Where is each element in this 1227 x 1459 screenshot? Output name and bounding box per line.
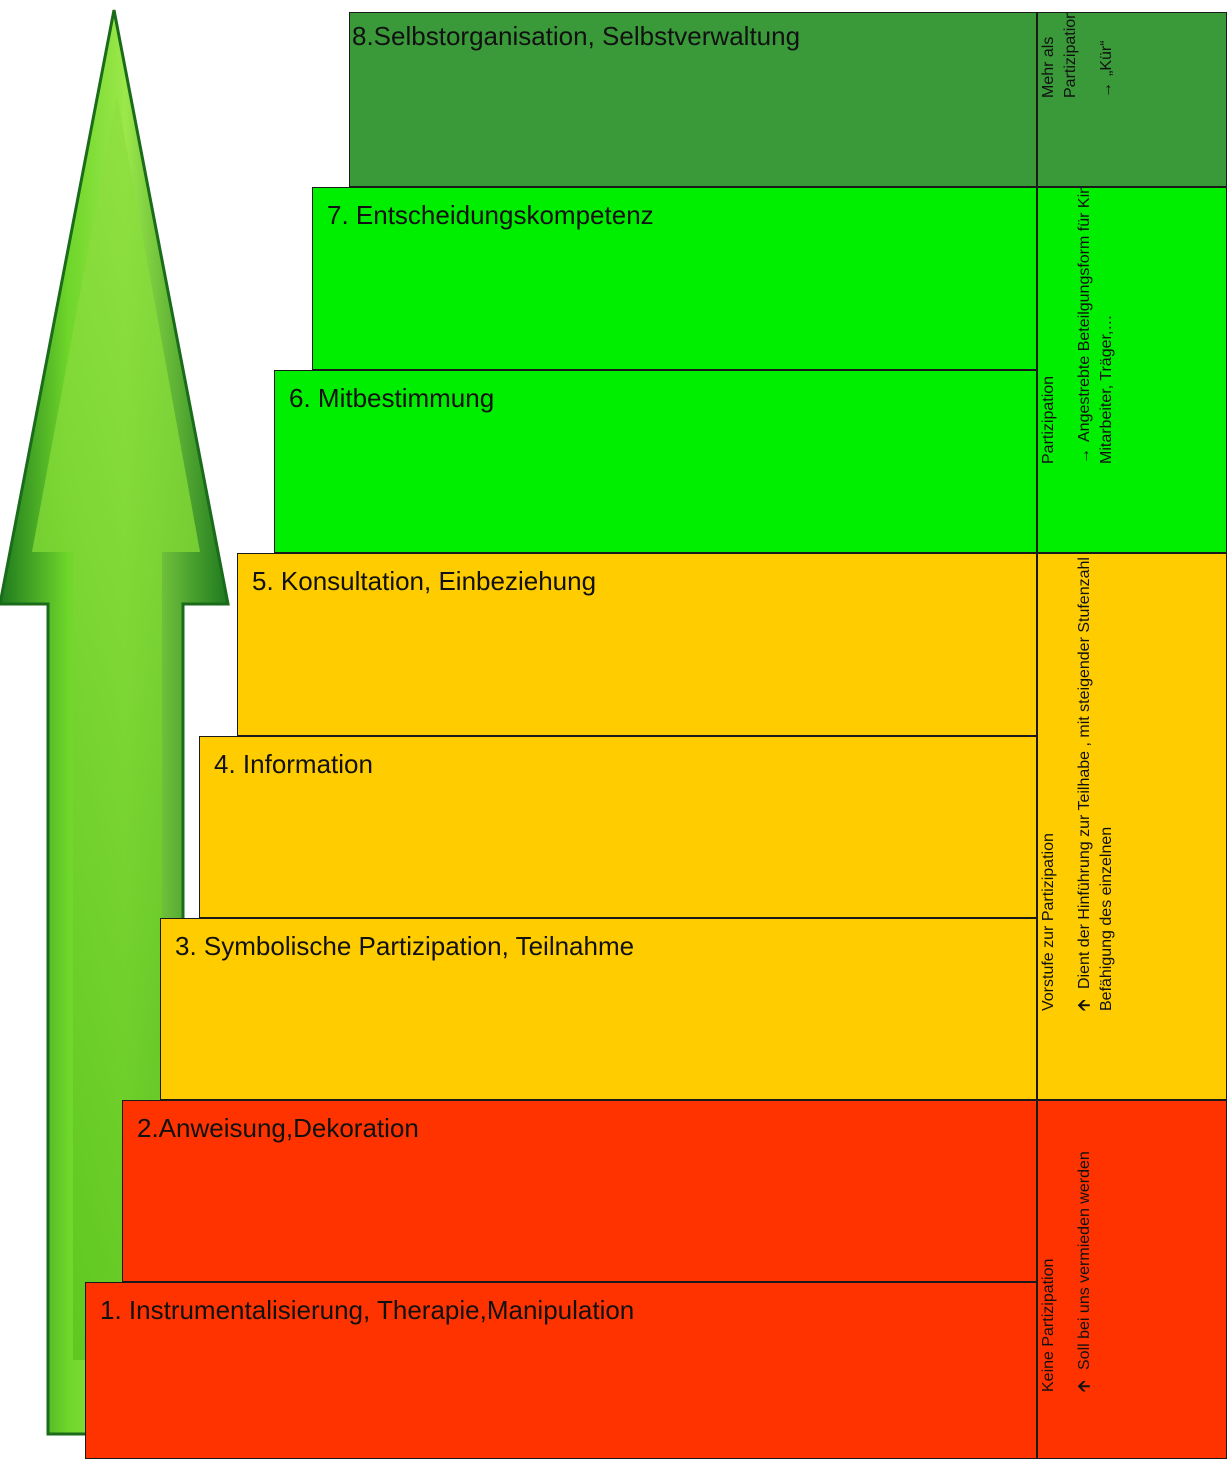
category-keine-partizipation-text: Keine Partizipation 🡩 Soll bei uns vermie… [1038,1101,1096,1400]
category-title: Vorstufe zur Partizipation [1040,833,1057,1011]
step-6: 6. Mitbestimmung [274,370,1037,553]
step-8-label: 8.Selbstorganisation, Selbstverwaltung [352,21,801,51]
category-mehr-text: Mehr als Partizipation → „Kür“ [1038,12,1118,106]
category-keine-partizipation: Keine Partizipation 🡩 Soll bei uns vermie… [1037,1100,1227,1459]
category-partizipation-text: Partizipation →Angestrebte Beteilgungsfo… [1038,187,1118,472]
arrow-right-icon: → [1076,448,1093,464]
step-2-label: 2.Anweisung,Dekoration [137,1113,419,1143]
category-partizipation: Partizipation →Angestrebte Beteilgungsfo… [1037,187,1227,553]
step-3-label: 3. Symbolische Partizipation, Teilnahme [175,931,635,961]
step-6-label: 6. Mitbestimmung [289,383,495,413]
step-1-label: 1. Instrumentalisierung, Therapie,Manipu… [100,1295,635,1325]
step-3: 3. Symbolische Partizipation, Teilnahme [160,918,1037,1100]
step-4-label: 4. Information [214,749,373,779]
category-description: „Kür“ [1098,40,1115,76]
category-description: Dient der Hinführung zur Teilhabe , mit … [1076,553,1115,1011]
category-vorstufe-text: Vorstufe zur Partizipation 🡩Dient der Hi… [1038,553,1118,1019]
category-mehr-als-partizipation: Mehr als Partizipation → „Kür“ [1037,12,1227,187]
category-vorstufe: Vorstufe zur Partizipation 🡩Dient der Hi… [1037,553,1227,1100]
step-1: 1. Instrumentalisierung, Therapie,Manipu… [85,1282,1037,1459]
step-8: 8.Selbstorganisation, Selbstverwaltung [349,12,1037,187]
step-7-label: 7. Entscheidungskompetenz [327,200,654,230]
step-5-label: 5. Konsultation, Einbeziehung [252,566,597,596]
category-title: Mehr als Partizipation [1040,12,1079,98]
category-title: Partizipation [1040,375,1057,464]
category-title: Keine Partizipation [1040,1258,1057,1392]
arrow-right-icon: → [1098,82,1115,98]
step-7: 7. Entscheidungskompetenz [312,187,1037,370]
step-2: 2.Anweisung,Dekoration [122,1100,1037,1282]
step-5: 5. Konsultation, Einbeziehung [237,553,1037,736]
step-4: 4. Information [199,736,1037,918]
category-description: Angestrebte Beteilgungsform für Kinder, … [1076,187,1115,464]
category-description: Soll bei uns vermieden werden [1076,1151,1093,1370]
arrow-up-icon: 🡩 [1076,1380,1093,1393]
arrow-up-icon: 🡩 [1076,999,1093,1012]
